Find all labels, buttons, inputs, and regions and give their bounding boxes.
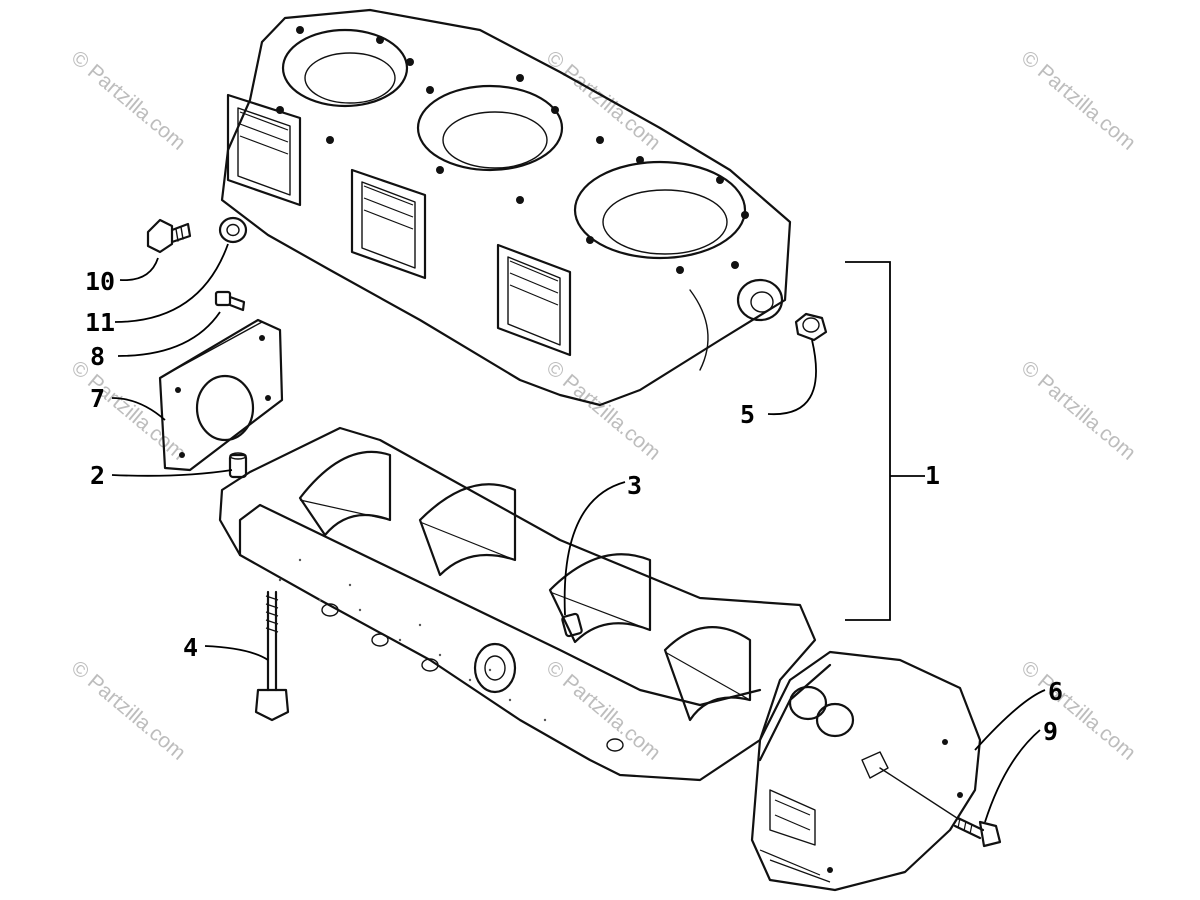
long-bolt: [254, 590, 290, 722]
label-9: 9: [1043, 717, 1058, 746]
label-3: 3: [627, 471, 642, 500]
hex-bolt: [146, 218, 192, 254]
leader-lines: [111, 243, 1046, 823]
label-4: 4: [183, 633, 198, 662]
cap-screw: [879, 767, 1002, 848]
washer-seal: [218, 216, 248, 244]
label-8: 8: [90, 342, 105, 371]
dowel-pin: [228, 452, 248, 479]
crankcase-assembly-bracket: [845, 261, 925, 621]
label-6: 6: [1048, 677, 1063, 706]
bell-housing: [750, 650, 982, 892]
sleeve-collar: [794, 312, 828, 342]
watermark-text: © Partzilla.com: [67, 46, 190, 155]
watermark-text: © Partzilla.com: [67, 656, 190, 765]
label-5: 5: [740, 400, 755, 429]
part-labels: 1 2 3 4 5 6 7 8 9 10 11: [85, 267, 1063, 746]
label-10: 10: [85, 267, 115, 296]
small-screw: [214, 290, 246, 312]
watermark-text: © Partzilla.com: [67, 356, 190, 465]
watermark-text: © Partzilla.com: [542, 356, 665, 465]
watermark-text: © Partzilla.com: [1017, 656, 1140, 765]
watermark-text: © Partzilla.com: [1017, 46, 1140, 155]
label-11: 11: [85, 308, 115, 337]
label-7: 7: [90, 384, 105, 413]
bearing-pin: [561, 612, 583, 638]
label-2: 2: [90, 461, 105, 490]
label-1: 1: [925, 461, 940, 490]
lower-crankcase: [218, 426, 817, 782]
cover-plate: [158, 318, 284, 472]
watermark-text: © Partzilla.com: [1017, 356, 1140, 465]
upper-crankcase: [220, 8, 792, 407]
